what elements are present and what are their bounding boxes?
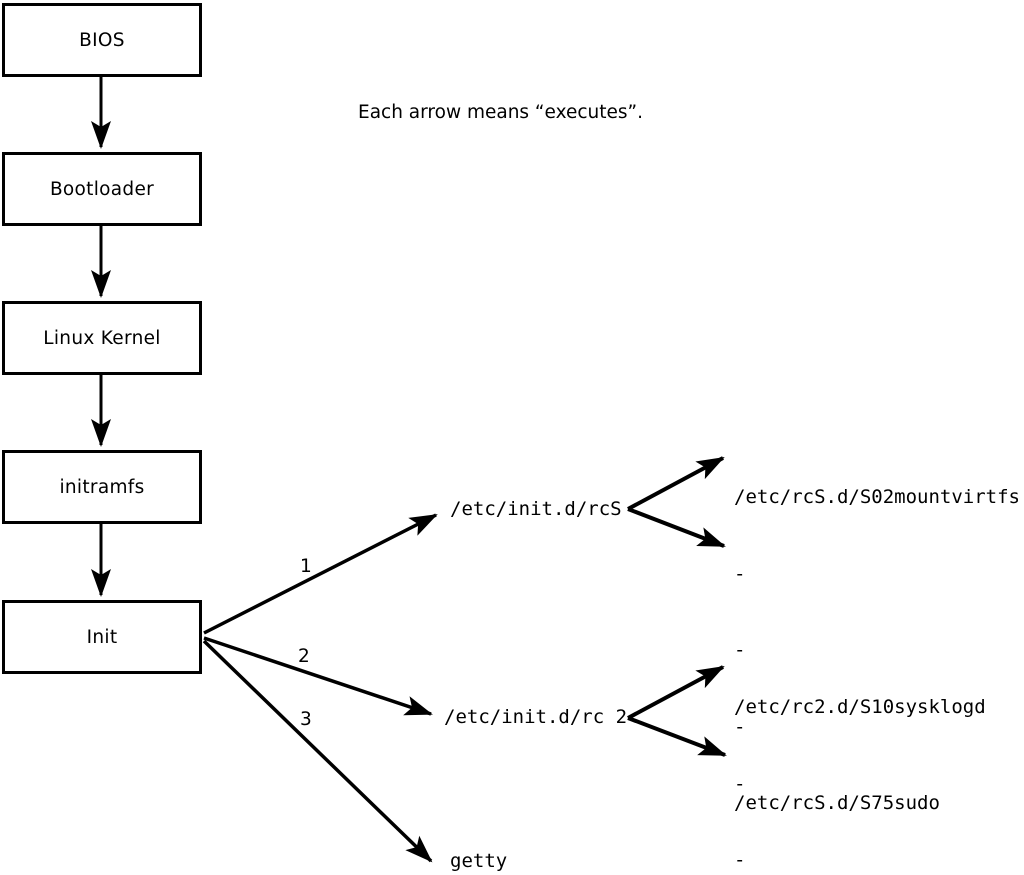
edge-number-3: 3 xyxy=(300,709,312,730)
node-etc-init-d-rc2: /etc/init.d/rc 2 xyxy=(444,706,628,728)
arrow-init-to-rc2 xyxy=(203,636,433,716)
node-bios: BIOS xyxy=(2,3,202,77)
rcS-script-item: - xyxy=(734,562,746,585)
arrow-rcS-to-last-script xyxy=(627,507,726,548)
node-init: Init xyxy=(2,600,202,674)
node-init-label: Init xyxy=(86,626,118,648)
node-bios-label: BIOS xyxy=(79,29,125,51)
rcS-script-item: /etc/rcS.d/S02mountvirtfs xyxy=(734,486,1020,508)
arrow-rc2-to-first-script xyxy=(627,665,725,720)
arrow-rc2-to-last-script xyxy=(627,716,727,757)
rc2-script-list: /etc/rc2.d/S10sysklogd - - - /etc/rc2.d/… xyxy=(734,644,986,875)
node-etc-init-d-rcS: /etc/init.d/rcS xyxy=(450,498,622,520)
rc2-script-item: - xyxy=(734,772,746,795)
node-bootloader-label: Bootloader xyxy=(49,178,155,200)
edge-number-2: 2 xyxy=(298,646,310,667)
rcS-script-item: - xyxy=(734,715,746,738)
node-linux-kernel: Linux Kernel xyxy=(2,301,202,375)
node-linux-kernel-label: Linux Kernel xyxy=(43,327,161,349)
rcS-script-item: /etc/rcS.d/S75sudo xyxy=(734,792,940,814)
node-getty: getty xyxy=(450,850,508,872)
rc2-script-item: - xyxy=(734,849,746,871)
rcS-script-item: - xyxy=(734,639,746,661)
diagram-caption: Each arrow means “executes”. xyxy=(358,102,643,123)
node-initramfs: initramfs xyxy=(2,450,202,524)
node-initramfs-label: initramfs xyxy=(59,476,145,498)
arrow-init-to-rcS xyxy=(203,513,438,635)
arrow-rcS-to-first-script xyxy=(627,456,725,511)
rcS-script-list: /etc/rcS.d/S02mountvirtfs - - - /etc/rcS… xyxy=(734,434,1020,868)
edge-number-1: 1 xyxy=(300,556,312,577)
node-bootloader: Bootloader xyxy=(2,152,202,226)
rc2-script-item: /etc/rc2.d/S10sysklogd xyxy=(734,696,986,718)
arrow-init-to-getty xyxy=(202,639,433,863)
